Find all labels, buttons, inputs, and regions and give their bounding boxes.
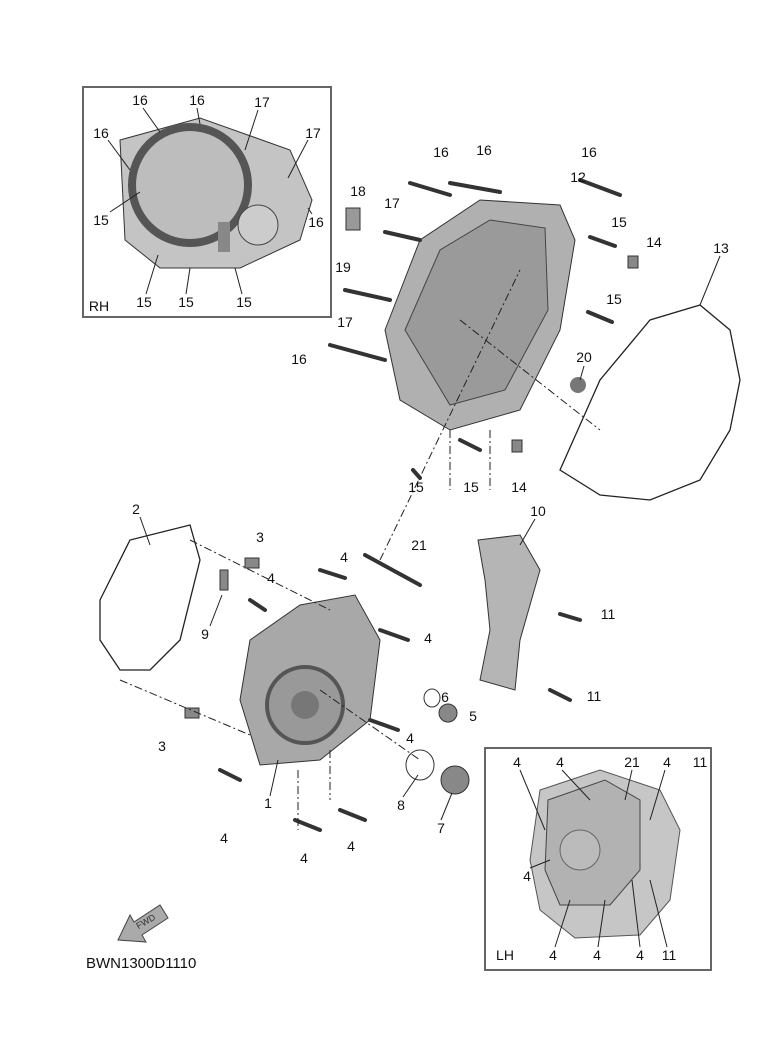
rh-inset-frame: [82, 86, 332, 318]
small-parts-lower: [184, 557, 470, 795]
forward-arrow-icon: [117, 904, 169, 943]
callout: 5: [469, 708, 477, 724]
callout: 7: [437, 820, 445, 836]
bolts-upper: [328, 178, 639, 480]
callout: 11: [692, 754, 708, 770]
rh-clutch-cover-illustration: [119, 117, 313, 269]
callout: 4: [424, 630, 432, 646]
callout: 17: [384, 195, 400, 211]
generator-cover-guard: [477, 534, 541, 691]
lh-inset-label: LH: [496, 947, 514, 963]
callout: 4: [220, 830, 228, 846]
callout: 1: [264, 795, 272, 811]
callout: 6: [441, 689, 449, 705]
callout: 15: [93, 212, 109, 228]
lh-cover-illustration: [529, 769, 681, 939]
callout: 16: [189, 92, 205, 108]
callout: 15: [236, 294, 252, 310]
callout: 4: [549, 947, 557, 963]
callout: 17: [337, 314, 353, 330]
callout: 15: [611, 214, 627, 230]
callout: 15: [178, 294, 194, 310]
callout: 15: [606, 291, 622, 307]
bolts-lower: [218, 553, 582, 832]
generator-cover-gasket: [99, 524, 201, 671]
generator-cover-illustration: [239, 594, 381, 766]
callout: 19: [335, 259, 351, 275]
callout: 16: [581, 144, 597, 160]
callout: 4: [513, 754, 521, 770]
callout: 12: [570, 169, 586, 185]
callout: 4: [340, 549, 348, 565]
callout: 4: [663, 754, 671, 770]
callout: 9: [201, 626, 209, 642]
callout: 15: [408, 479, 424, 495]
callout: 4: [300, 850, 308, 866]
callout: 16: [476, 142, 492, 158]
callout: 21: [624, 754, 640, 770]
callout: 15: [136, 294, 152, 310]
callout: 13: [713, 240, 729, 256]
callout: 14: [511, 479, 527, 495]
callout: 17: [305, 125, 321, 141]
callout: 11: [600, 606, 616, 622]
callout: 4: [636, 947, 644, 963]
callout: 8: [397, 797, 405, 813]
callout: 11: [661, 947, 677, 963]
callout: 20: [576, 349, 592, 365]
callout: 4: [523, 868, 531, 884]
lh-inset-frame: [484, 747, 712, 971]
callout: 14: [646, 234, 662, 250]
callout: 16: [308, 214, 324, 230]
callout: 18: [350, 183, 366, 199]
callout: 16: [433, 144, 449, 160]
callout: 16: [291, 351, 307, 367]
leader-lines: [107, 107, 721, 948]
callout: 21: [411, 537, 427, 553]
callout: 2: [132, 501, 140, 517]
rh-inset-label: RH: [88, 298, 110, 314]
crankcase-gasket-right: [559, 304, 741, 501]
callout: 4: [556, 754, 564, 770]
callout: 4: [406, 730, 414, 746]
callout: 4: [267, 570, 275, 586]
crankcase-cover-right-illustration: [345, 199, 586, 431]
callout: 3: [256, 529, 264, 545]
callout: 15: [463, 479, 479, 495]
dash-dot-alignment-lines: [119, 269, 601, 830]
diagram-code: BWN1300D1110: [86, 955, 197, 972]
callout: 10: [530, 503, 546, 519]
callout: 11: [586, 688, 602, 704]
callout: 4: [593, 947, 601, 963]
callout: 16: [93, 125, 109, 141]
callout: 17: [254, 94, 270, 110]
callout: 4: [347, 838, 355, 854]
callout: 3: [158, 738, 166, 754]
callout: 16: [132, 92, 148, 108]
